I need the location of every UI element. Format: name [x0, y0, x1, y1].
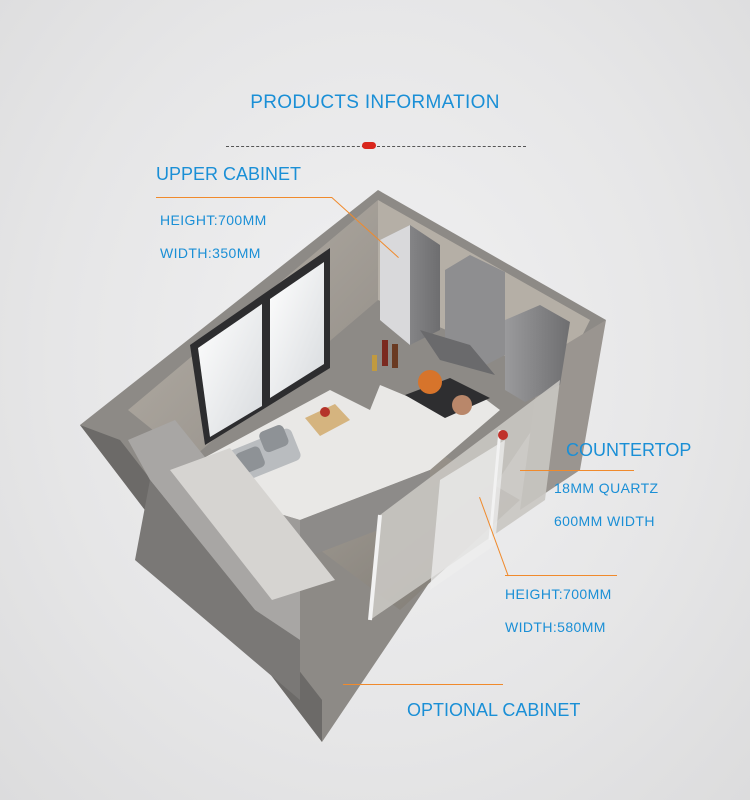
upper-cabinet-height: HEIGHT:700MM — [160, 212, 267, 228]
base-cabinet-leader — [505, 575, 617, 576]
optional-cabinet-heading: OPTIONAL CABINET — [407, 700, 581, 720]
glass-doors — [368, 380, 560, 621]
countertop-width: 600MM WIDTH — [554, 513, 655, 529]
base-cabinet-width: WIDTH:580MM — [505, 619, 606, 635]
base-cabinet-height: HEIGHT:700MM — [505, 586, 612, 602]
upper-cabinet-leader — [156, 197, 332, 198]
title-divider — [226, 146, 526, 147]
window — [190, 248, 330, 445]
countertop-leader — [520, 470, 634, 471]
optional-cabinet-leader — [343, 684, 503, 685]
upper-cabinet-heading: UPPER CABINET — [156, 164, 302, 184]
outer-base-cabinets — [128, 420, 335, 700]
divider-dot — [362, 142, 376, 149]
page-title: PRODUCTS INFORMATION — [250, 92, 500, 113]
upper-cabinet-width: WIDTH:350MM — [160, 245, 261, 261]
countertop-heading: COUNTERTOP — [566, 440, 692, 460]
countertop-thickness: 18MM QUARTZ — [554, 480, 659, 496]
